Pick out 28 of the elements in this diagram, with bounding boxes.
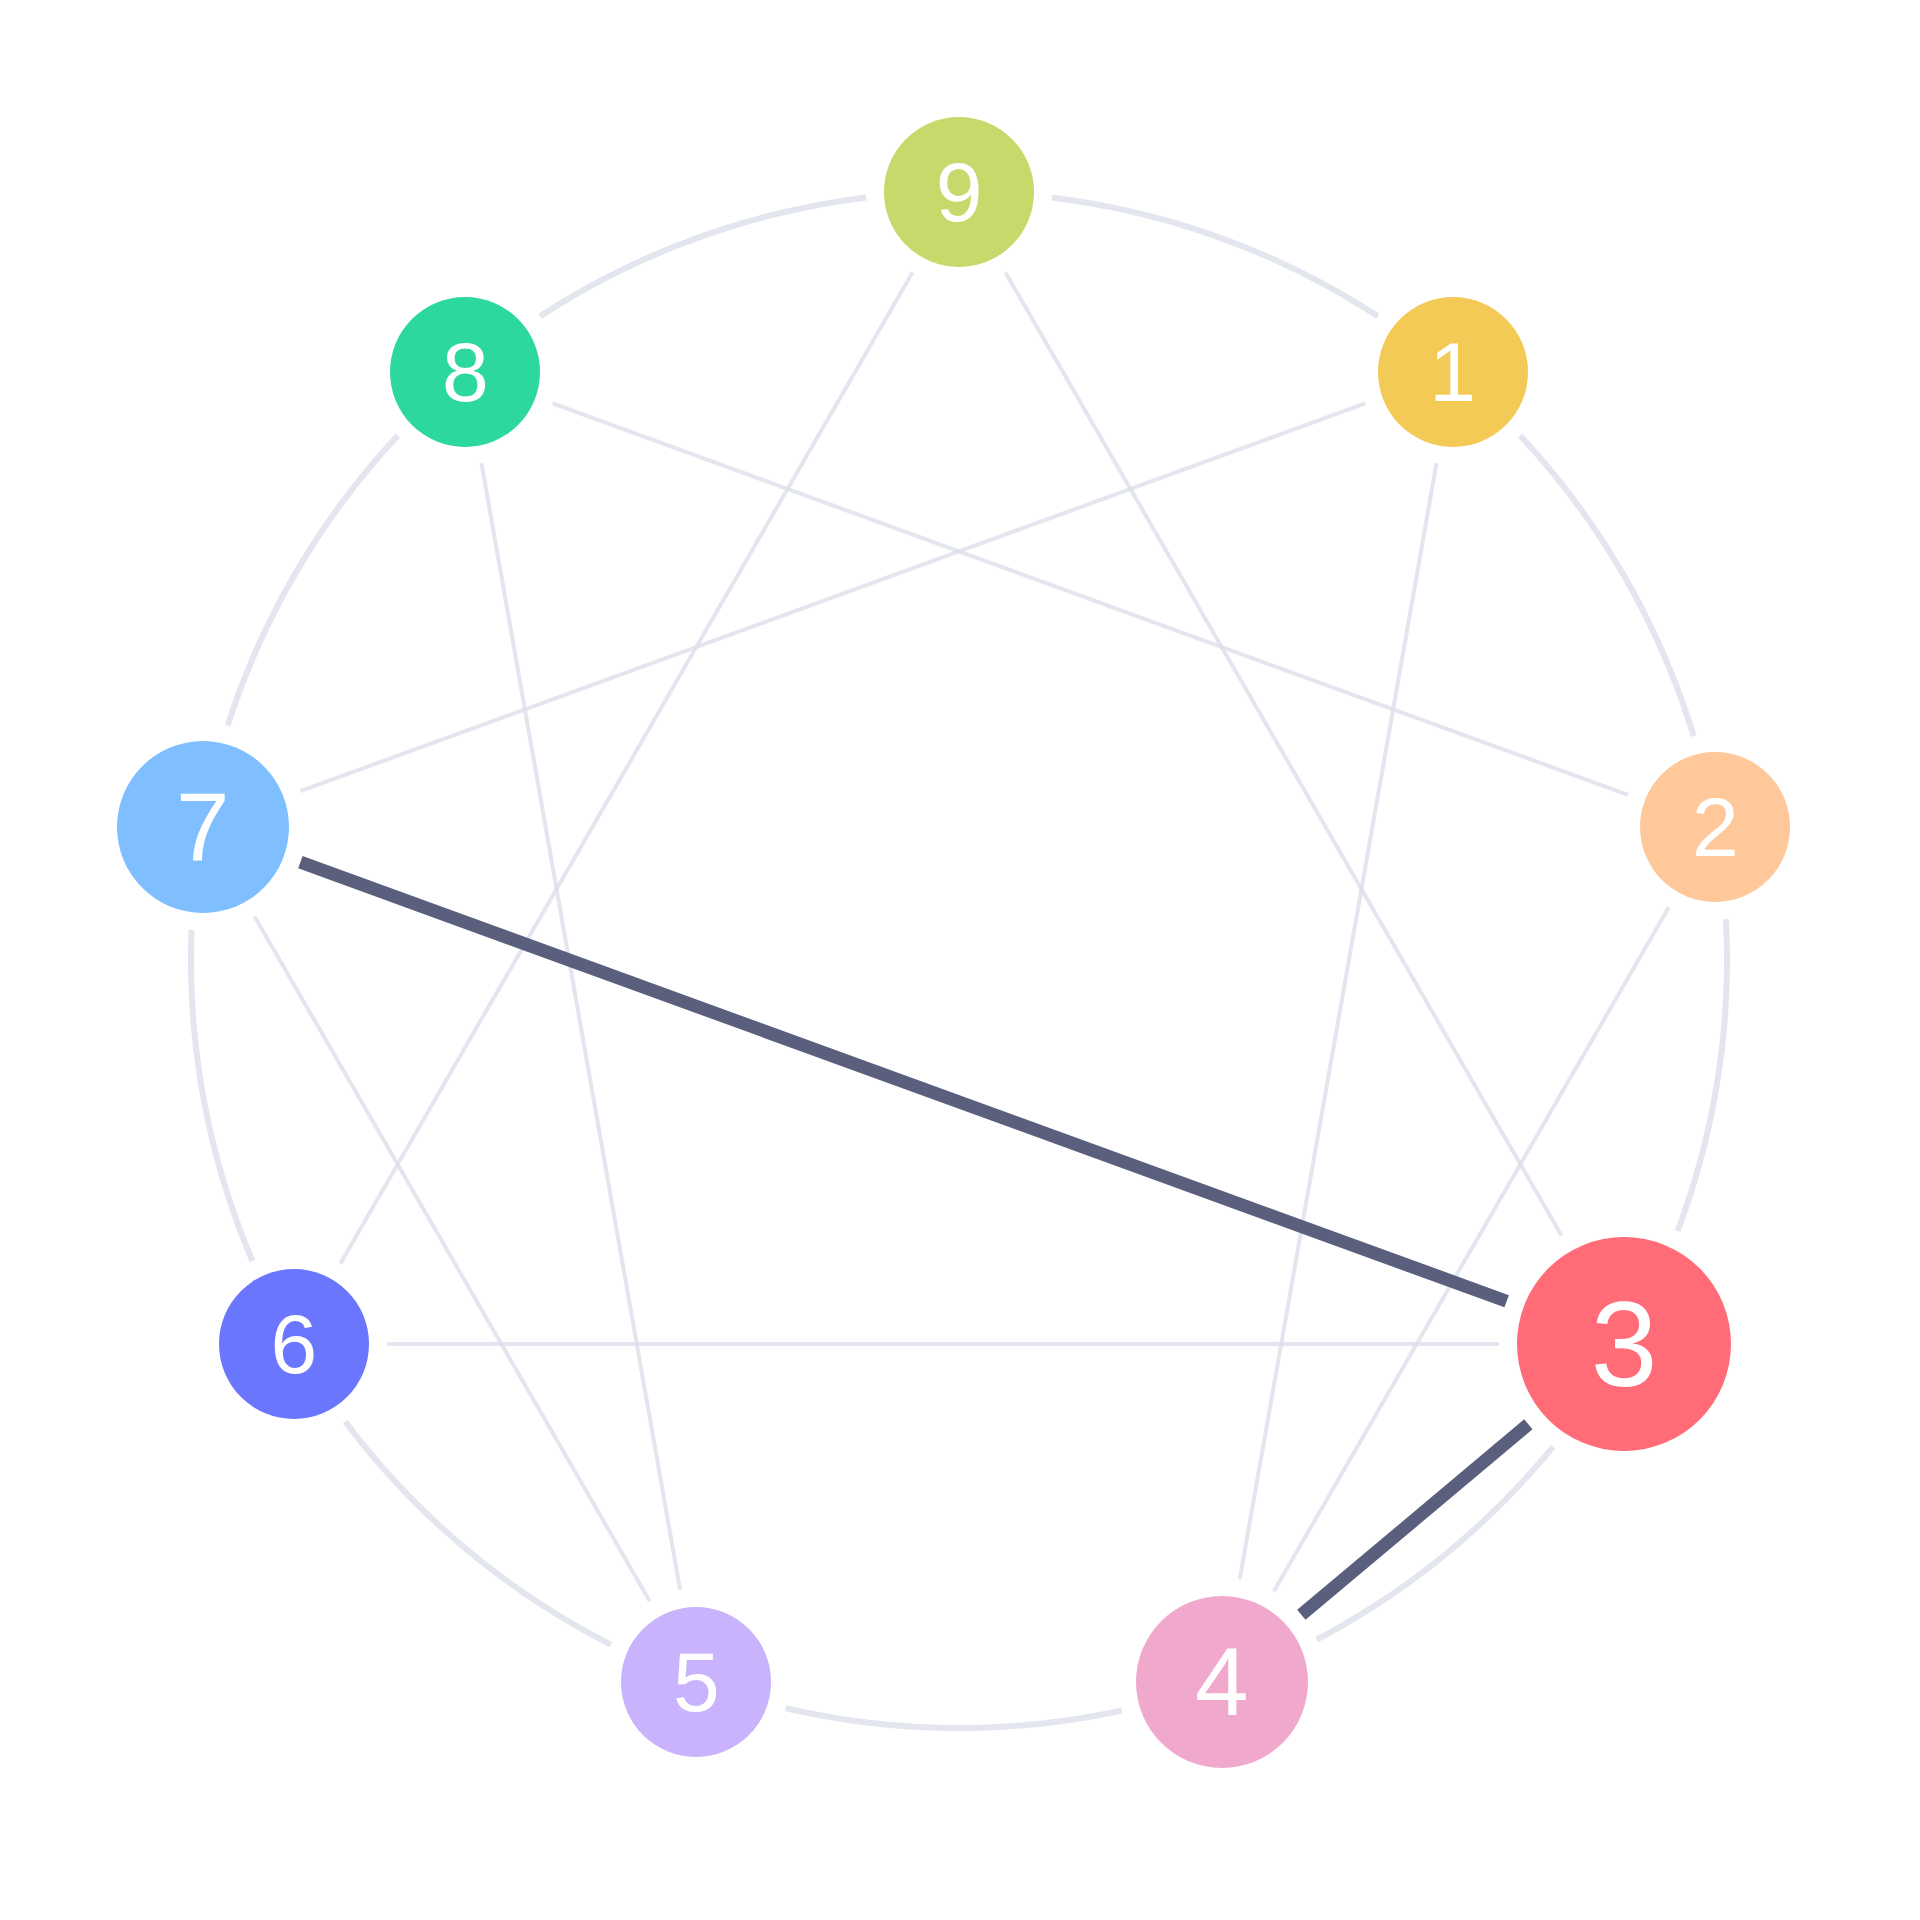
connector-line (479, 462, 683, 1591)
arc-connector (1517, 433, 1697, 738)
arc-connector (784, 1705, 1123, 1731)
node-number: 2 (1691, 784, 1739, 869)
connector-line (552, 401, 1629, 797)
arc-connector (1051, 194, 1380, 319)
node-number: 8 (441, 329, 489, 414)
node-number: 3 (1590, 1284, 1658, 1404)
node-number: 9 (935, 150, 983, 234)
arc-connector (1674, 918, 1730, 1233)
node-number: 5 (672, 1639, 720, 1724)
connector-line (1297, 1419, 1533, 1620)
arc-connector (1315, 1444, 1556, 1643)
node-number: 7 (175, 778, 230, 875)
connector-line (1271, 906, 1671, 1593)
connector-line (1237, 462, 1439, 1580)
arc-connector (342, 1419, 613, 1648)
arc-connector (224, 433, 401, 727)
connector-line (252, 915, 652, 1603)
node-number: 1 (1429, 329, 1476, 414)
node-number: 6 (270, 1302, 318, 1386)
connector-line (338, 271, 915, 1265)
connector-line (299, 401, 1366, 793)
connector-line (1003, 271, 1564, 1237)
node-number: 4 (1194, 1633, 1249, 1730)
arc-connector (538, 194, 867, 319)
arc-connector (188, 929, 256, 1262)
connector-line (298, 856, 1509, 1308)
